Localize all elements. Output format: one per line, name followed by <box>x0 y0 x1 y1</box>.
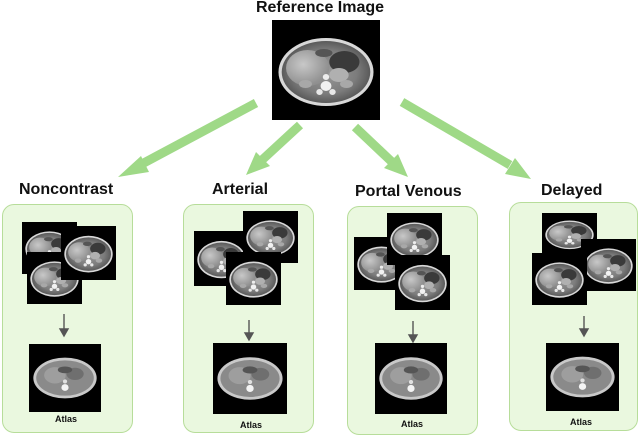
arterial-atlas-label: Atlas <box>240 420 263 430</box>
arrow-to-arterial <box>258 121 304 164</box>
portal-venous-atlas-label: Atlas <box>401 419 424 429</box>
arrows <box>118 98 531 179</box>
arrow-to-delayed <box>399 98 513 169</box>
arrow-to-portal-venous <box>351 123 396 166</box>
arrowhead-portal-venous <box>384 154 408 177</box>
arterial-title: Arterial <box>212 181 269 198</box>
arterial-atlas-image <box>213 343 287 414</box>
portal-venous-title: Portal Venous <box>355 183 462 200</box>
portal-venous-scan-stack <box>354 213 450 310</box>
arrowhead-delayed <box>505 158 531 179</box>
noncontrast-atlas-label: Atlas <box>55 414 78 424</box>
delayed-atlas-image <box>546 343 619 411</box>
arrowhead-arterial <box>246 152 270 175</box>
arrow-to-noncontrast <box>137 99 259 169</box>
reference-image-title: Reference Image <box>255 0 385 16</box>
delayed-atlas-label: Atlas <box>570 417 593 427</box>
portal-venous-atlas-image <box>375 343 447 414</box>
arrowhead-noncontrast <box>118 156 149 177</box>
down-arrows <box>58 314 590 344</box>
noncontrast-scan-stack <box>22 222 116 304</box>
atlas-images <box>29 343 619 414</box>
arterial-scan-stack <box>194 211 298 305</box>
noncontrast-title: Noncontrast <box>19 181 114 198</box>
delayed-title: Delayed <box>541 182 603 199</box>
reference-ct-image <box>272 20 380 120</box>
delayed-scan-stack <box>532 213 636 305</box>
noncontrast-atlas-image <box>29 344 101 412</box>
